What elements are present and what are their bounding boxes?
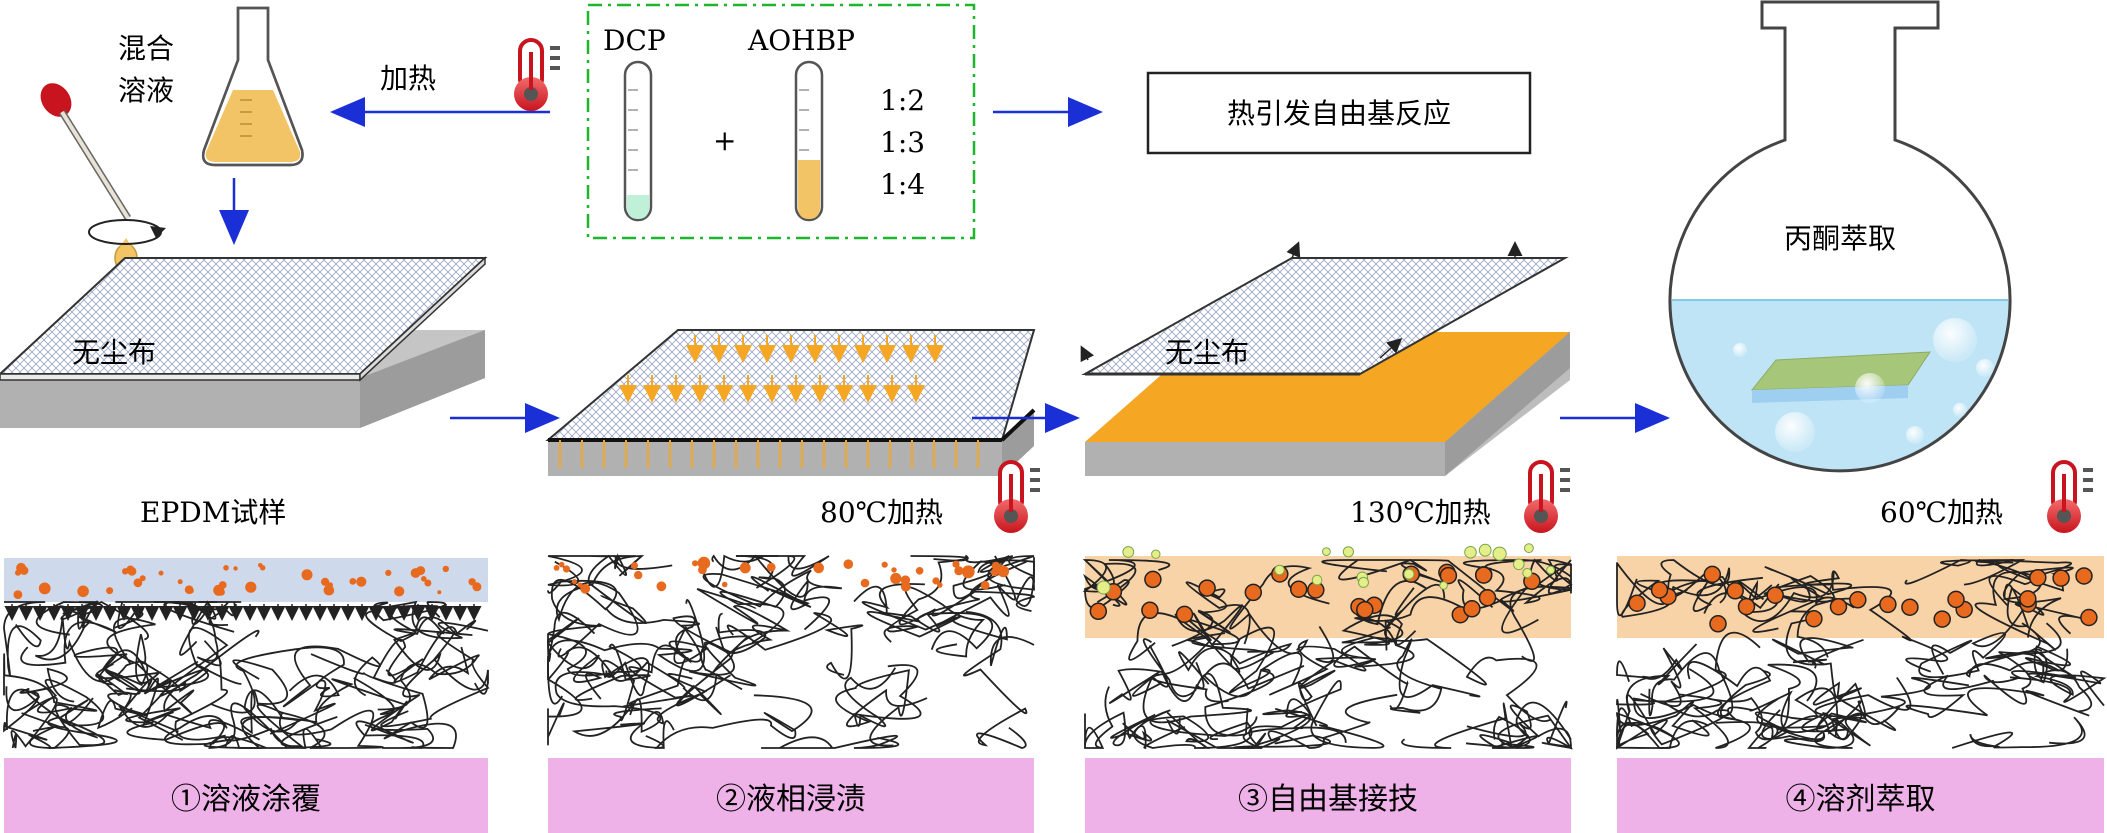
aohbp-label: AOHBP [747, 24, 855, 57]
panel1-coating-arrows [4, 604, 482, 621]
panel3-cloth [1080, 241, 1569, 376]
reaction-box [1146, 71, 1532, 155]
ratio-1: 1:2 [880, 84, 925, 117]
ratio-2: 1:3 [880, 126, 925, 159]
step-bar-1: ①溶液涂覆 [4, 758, 488, 833]
dropper [40, 83, 166, 273]
reaction-box-label: 热引发自由基反应 [1227, 97, 1451, 130]
mix-label-line1: 混合 [118, 32, 174, 65]
heat-step-2: 130℃加热 [1350, 496, 1491, 529]
panel1-cloth [0, 256, 488, 382]
cloth-label-2: 无尘布 [1165, 336, 1249, 369]
mixing-flask [201, 6, 304, 167]
thermometer-icon [994, 460, 1040, 533]
test-tube-dcp [623, 60, 653, 222]
test-tube-aohbp [794, 60, 824, 222]
step-bar-4: ④溶剂萃取 [1617, 758, 2104, 833]
step-bar-3: ③自由基接技 [1085, 758, 1571, 833]
coating-layer-1 [4, 558, 488, 602]
graft-layer-3 [1085, 556, 1571, 638]
plus-sign: + [713, 124, 736, 157]
heat-label: 加热 [380, 62, 436, 95]
graft-particles [13, 543, 2098, 633]
sample-label: EPDM试样 [140, 496, 286, 529]
heat-step-3: 60℃加热 [1880, 496, 2003, 529]
ratio-3: 1:4 [880, 168, 925, 201]
reagent-box [586, 3, 976, 240]
step-bar-2: ②液相浸渍 [548, 758, 1034, 833]
thermometer-icon [2047, 460, 2093, 533]
heat-step-1: 80℃加热 [820, 496, 943, 529]
mix-label-line2: 溶液 [118, 74, 174, 107]
extraction-label: 丙酮萃取 [1784, 222, 1896, 255]
panel2-down-arrows [559, 335, 979, 468]
thermometer-icon [514, 38, 560, 111]
thermometer-icon [1524, 460, 1570, 533]
cloth-label-1: 无尘布 [72, 336, 156, 369]
dcp-label: DCP [603, 24, 666, 57]
